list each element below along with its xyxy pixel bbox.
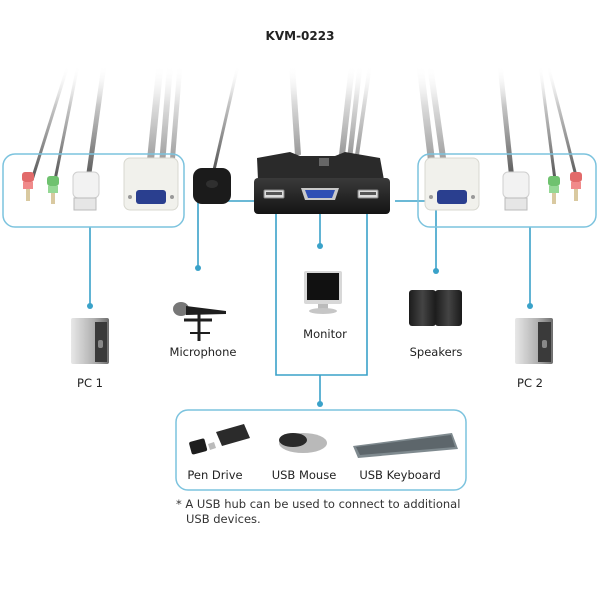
monitor-label: Monitor xyxy=(303,327,347,341)
usb-pen-drive-icon xyxy=(189,424,250,455)
microphone-label: Microphone xyxy=(169,345,237,359)
pc1-tower-icon xyxy=(71,318,109,364)
footnote-line-2: USB devices. xyxy=(186,512,261,526)
green-audio-plug-right-icon xyxy=(548,176,560,204)
cables xyxy=(30,64,579,181)
speakers-label: Speakers xyxy=(409,345,463,359)
usb-device-label: USB Keyboard xyxy=(359,468,441,482)
pc2-tower-icon xyxy=(515,318,553,364)
usb-keyboard-icon xyxy=(353,433,458,458)
usb-device-label: Pen Drive xyxy=(187,468,243,482)
remote-switch-button-icon xyxy=(193,168,231,204)
pc2-label: PC 2 xyxy=(517,376,543,390)
kvm-switch-icon xyxy=(254,152,390,214)
monitor-icon xyxy=(304,271,342,314)
speakers-icon xyxy=(409,290,462,326)
footnote-line-1: * A USB hub can be used to connect to ad… xyxy=(176,497,461,511)
microphone-icon xyxy=(173,302,226,341)
pc2-cable-group-box xyxy=(417,153,597,228)
usb-plug-right-icon xyxy=(502,171,530,211)
usb-plug-left-icon xyxy=(72,171,100,211)
usb-devices-box xyxy=(175,409,467,491)
pc1-cable-group-box xyxy=(2,153,185,228)
pc1-label: PC 1 xyxy=(77,376,103,390)
connection-dots xyxy=(87,243,533,407)
red-audio-plug-left-icon xyxy=(22,172,34,201)
usb-device-label: USB Mouse xyxy=(271,468,337,482)
green-audio-plug-left-icon xyxy=(47,176,59,204)
usb-mouse-icon xyxy=(279,433,327,453)
red-audio-plug-right-icon xyxy=(570,172,582,201)
vga-plug-right-icon xyxy=(424,157,480,211)
diagram-title: KVM-0223 xyxy=(265,29,335,43)
vga-plug-left-icon xyxy=(123,157,179,211)
